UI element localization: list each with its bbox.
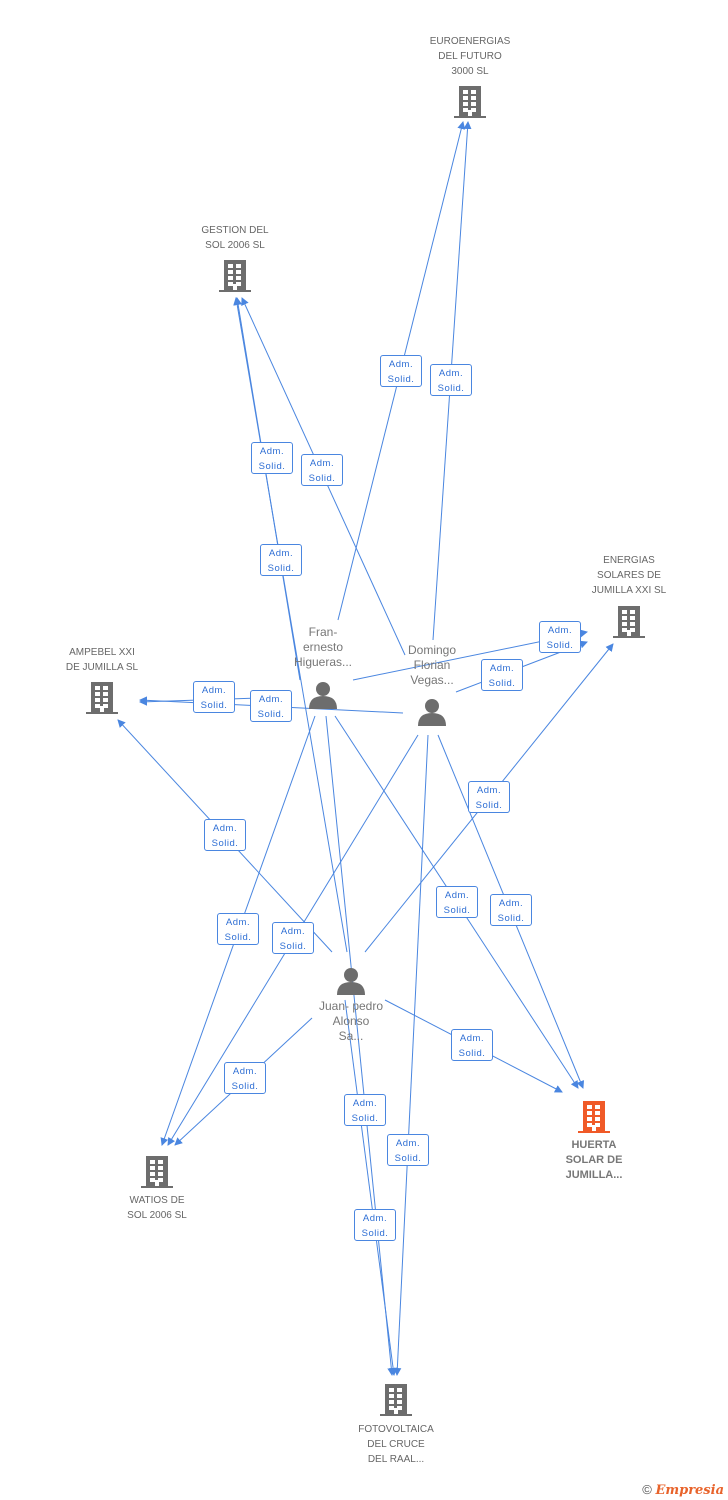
edge-p3-fotov [344,999,398,1376]
building-icon[interactable] [141,1156,173,1188]
edge-label-adm-solid[interactable]: Adm. Solid. [436,886,478,918]
company-label-watios-de-sol[interactable]: WATIOS DE SOL 2006 SL [127,1195,187,1221]
company-label-ampebel[interactable]: AMPEBEL XXI DE JUMILLA SL [65,647,139,673]
edge-label-adm-solid[interactable]: Adm. Solid. [193,681,235,713]
edge-label-adm-solid[interactable]: Adm. Solid. [272,922,314,954]
person-icon[interactable] [337,968,365,995]
edge-label-adm-solid[interactable]: Adm. Solid. [430,364,472,396]
edge-p3-gestion [233,297,348,953]
brand-logo: Empresia [655,1483,724,1498]
edge-p2-fotov [393,734,429,1376]
copyright-symbol: © [642,1482,652,1497]
edge-label-adm-solid[interactable]: Adm. Solid. [468,781,510,813]
company-label-euroenergias[interactable]: EUROENERGIAS DEL FUTURO 3000 SL [429,36,511,77]
edge-label-adm-solid[interactable]: Adm. Solid. [260,544,302,576]
edge-p1-fotov [325,715,396,1376]
edge-label-adm-solid[interactable]: Adm. Solid. [481,659,523,691]
company-label-fotovoltaica[interactable]: FOTOVOLTAICA DEL CRUCE DEL RAAL... [358,1424,434,1465]
building-icon[interactable] [454,86,486,118]
footer-brand: © Empresia [642,1482,724,1498]
edge-label-adm-solid[interactable]: Adm. Solid. [217,913,259,945]
edge-label-adm-solid[interactable]: Adm. Solid. [301,454,343,486]
edge-label-adm-solid[interactable]: Adm. Solid. [204,819,246,851]
building-icon[interactable] [380,1384,412,1416]
edge-label-adm-solid[interactable]: Adm. Solid. [490,894,532,926]
edge-label-adm-solid[interactable]: Adm. Solid. [380,355,422,387]
edge-label-adm-solid[interactable]: Adm. Solid. [250,690,292,722]
edge-label-adm-solid[interactable]: Adm. Solid. [539,621,581,653]
edge-label-adm-solid[interactable]: Adm. Solid. [344,1094,386,1126]
building-icon[interactable] [613,606,645,638]
person-icon[interactable] [309,682,337,709]
edge-label-adm-solid[interactable]: Adm. Solid. [387,1134,429,1166]
company-label-energias-solares[interactable]: ENERGIAS SOLARES DE JUMILLA XXI SL [591,555,667,596]
company-label-huerta-solar[interactable]: HUERTA SOLAR DE JUMILLA... [565,1139,623,1181]
person-label-domingo[interactable]: Domingo Florian Vegas... [407,643,457,687]
edge-label-adm-solid[interactable]: Adm. Solid. [224,1062,266,1094]
edge-label-adm-solid[interactable]: Adm. Solid. [451,1029,493,1061]
person-icon[interactable] [418,699,446,726]
edge-label-adm-solid[interactable]: Adm. Solid. [251,442,293,474]
edge-label-adm-solid[interactable]: Adm. Solid. [354,1209,396,1241]
person-label-juan-pedro[interactable]: Juan- pedro Alonso Sa... [318,999,384,1043]
person-label-ernesto[interactable]: Fran- ernesto Higueras... [293,625,353,669]
company-label-gestion-del-sol[interactable]: GESTION DEL SOL 2006 SL [201,225,269,251]
building-icon[interactable] [578,1101,610,1133]
building-icon[interactable] [219,260,251,292]
building-icon[interactable] [86,682,118,714]
